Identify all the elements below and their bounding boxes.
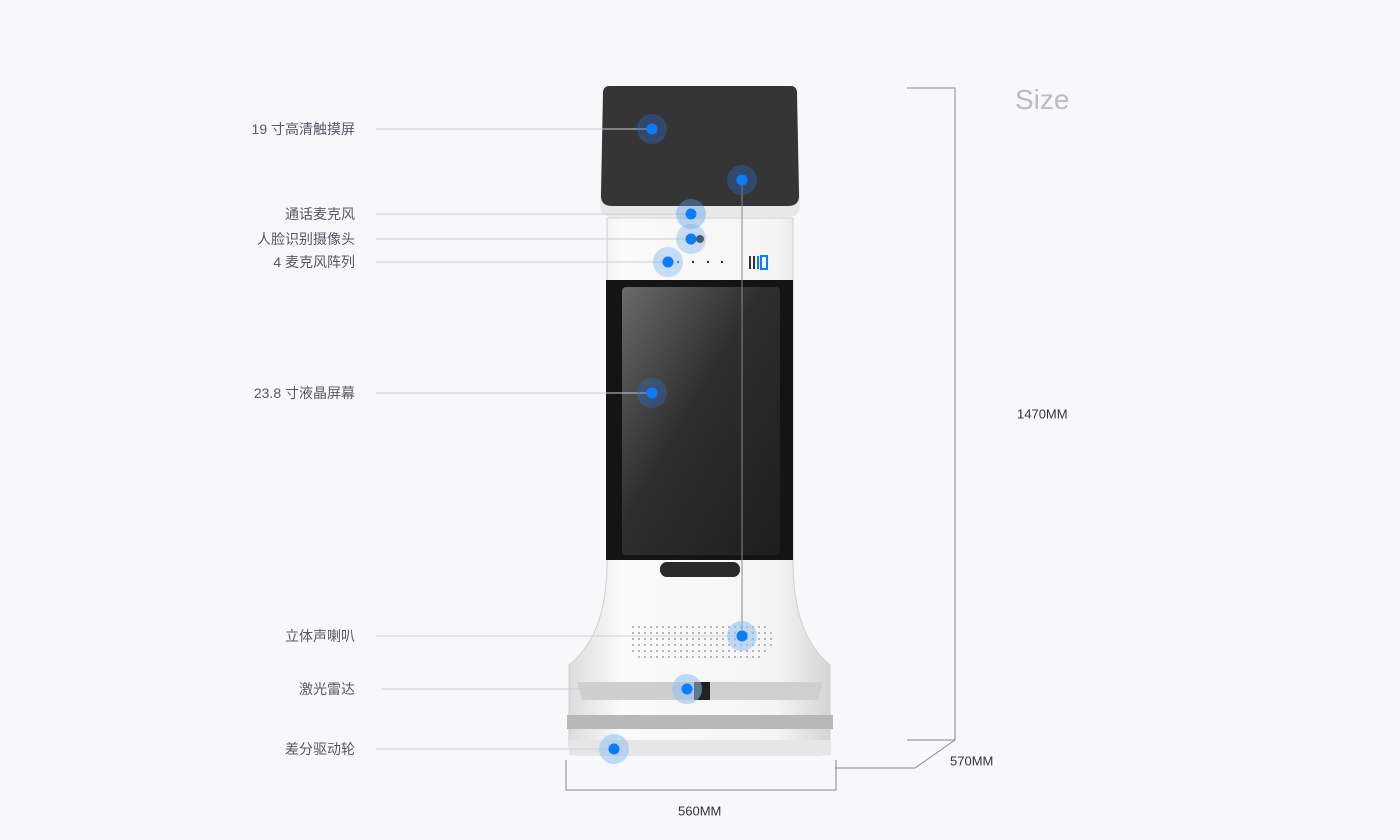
label-drive-wheel: 差分驱动轮 — [285, 741, 355, 757]
label-lidar: 激光雷达 — [299, 681, 355, 697]
label-stereo-speaker: 立体声喇叭 — [285, 628, 355, 644]
hotspot-mic-array — [653, 247, 683, 277]
hotspot-lidar — [672, 674, 702, 704]
size-title: Size — [1015, 84, 1070, 115]
label-face-camera: 人脸识别摄像头 — [257, 231, 355, 247]
hotspots — [599, 114, 757, 764]
depth-dimension: 570MM — [950, 753, 994, 769]
label-mic-array: 4 麦克风阵列 — [273, 254, 355, 270]
width-dimension: 560MM — [678, 803, 722, 819]
hotspot-top-screen — [727, 165, 757, 195]
height-dimension: 1470MM — [1017, 406, 1068, 422]
label-touch-screen: 19 寸高清触摸屏 — [251, 121, 355, 137]
hotspot-touch-screen — [637, 114, 667, 144]
hotspot-call-microphone — [676, 199, 706, 229]
brand-logo — [749, 255, 768, 270]
hotspot-lcd-screen — [637, 378, 667, 408]
hotspot-face-camera — [676, 224, 706, 254]
top-touch-screen — [600, 86, 800, 217]
label-call-microphone: 通话麦克风 — [285, 206, 355, 222]
hotspot-drive-wheel — [599, 734, 629, 764]
robot-body — [567, 217, 833, 756]
dimension-lines — [565, 87, 956, 791]
leader-lines — [376, 128, 742, 750]
label-lcd-screen: 23.8 寸液晶屏幕 — [253, 385, 355, 401]
hotspot-stereo-speaker — [727, 621, 757, 651]
